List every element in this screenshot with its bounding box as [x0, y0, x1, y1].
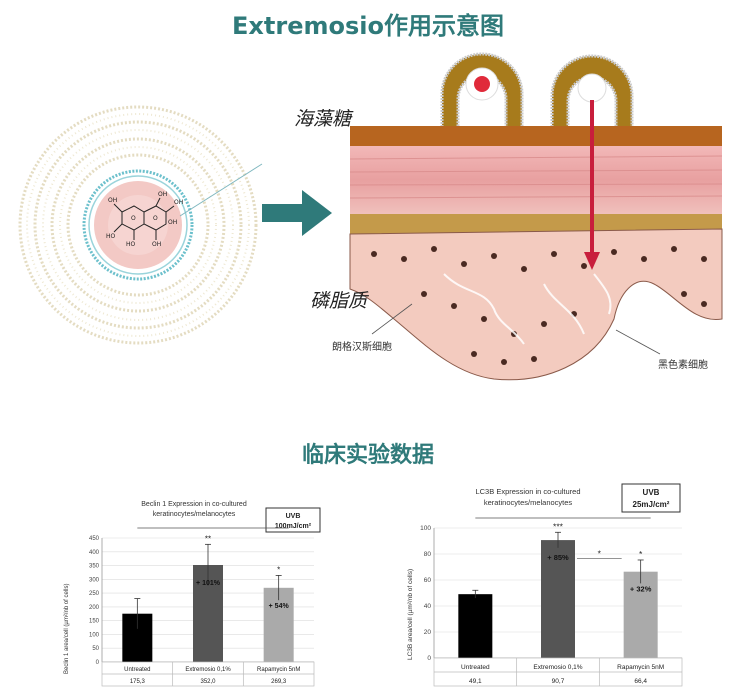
- significance-mark: *: [277, 565, 280, 574]
- significance-mark: *: [598, 549, 602, 559]
- category-label: Rapamycin 5nM: [257, 667, 300, 673]
- dermis-fibers: [349, 155, 723, 199]
- y-tick-label: 60: [424, 577, 432, 584]
- value-label: 90,7: [552, 678, 565, 685]
- category-label: Rapamycin 5nM: [617, 664, 664, 671]
- category-label: Extremosio 0,1%: [185, 667, 231, 673]
- bar: [623, 571, 658, 658]
- liposome-outer-rings: [18, 105, 258, 345]
- molecule-label: OH: [108, 197, 117, 204]
- liposome-core: [82, 169, 194, 281]
- uvb-box: [621, 483, 681, 513]
- y-axis-label: LC3B area/cell (µm²/nb of cells): [407, 569, 414, 660]
- uvb-box-line: 100mJ/cm²: [275, 523, 312, 530]
- molecule-label: O: [153, 215, 158, 222]
- lc3b-chart: LC3B Expression in co-cultured keratinoc…: [407, 483, 683, 687]
- chart-title-line: keratinocytes/melanocytes: [484, 498, 573, 507]
- stratum-corneum: [350, 126, 722, 146]
- skin-illustration: [349, 52, 723, 381]
- pointer-line: [179, 163, 263, 217]
- chart-title-line: keratinocytes/melanocytes: [153, 511, 236, 518]
- penetration-arrow: [584, 100, 600, 270]
- significance-mark: ***: [553, 521, 564, 531]
- y-tick-label: 450: [89, 536, 100, 542]
- molecule-labels: OH HO HO OH OH OH OH O O: [106, 191, 183, 248]
- y-tick-label: 100: [89, 632, 100, 638]
- significance-mark: **: [205, 534, 211, 543]
- y-tick-label: 200: [89, 605, 100, 611]
- value-label: 175,3: [130, 679, 146, 685]
- y-tick-label: 100: [420, 525, 431, 532]
- page-title: Extremosio作用示意图: [232, 12, 504, 40]
- molecule-label: HO: [126, 241, 136, 248]
- molecule-label: O: [131, 215, 136, 222]
- section-title: 临床实验数据: [301, 443, 434, 468]
- y-tick-label: 0: [427, 655, 431, 662]
- uvb-box-line: 25mJ/cm²: [633, 500, 670, 509]
- value-table: Untreated 175,3 Extremosio 0,1% 352,0 Rapamy…: [101, 661, 315, 687]
- y-tick-label: 250: [89, 591, 100, 597]
- y-tick-label: 150: [89, 619, 100, 625]
- y-tick-label: 80: [424, 551, 432, 558]
- label-phospholipid: 磷脂质: [310, 290, 368, 312]
- molecule-label: OH: [152, 241, 161, 248]
- bar: [458, 594, 493, 658]
- y-tick-label: 40: [424, 603, 432, 610]
- chart-title-line: Beclin 1 Expression in co-cultured: [141, 501, 247, 508]
- uvb-box-line: UVB: [643, 488, 660, 497]
- y-axis-label: Beclin 1 area/cell (µm²/nb of cells): [64, 584, 70, 675]
- category-label: Untreated: [461, 664, 490, 671]
- value-label: 49,1: [469, 678, 482, 685]
- arrow-right-icon: [262, 190, 332, 236]
- beclin1-chart: Beclin 1 Expression in co-cultured kerat…: [64, 501, 321, 687]
- y-tick-label: 400: [89, 550, 100, 556]
- basal-layer: [350, 214, 722, 234]
- bar-label: + 32%: [630, 585, 652, 594]
- significance-mark: *: [639, 549, 643, 559]
- dendritic-cells: [443, 273, 612, 345]
- molecule-label: OH: [168, 219, 177, 226]
- label-leader-lines: [371, 303, 661, 355]
- chart-title-line: LC3B Expression in co-cultured: [475, 487, 580, 496]
- bar-label: + 54%: [269, 603, 290, 610]
- y-tick-label: 350: [89, 564, 100, 570]
- trehalose-molecule: [113, 197, 175, 240]
- molecule-label: OH: [174, 199, 183, 206]
- epidermis-cells: [349, 228, 723, 381]
- y-tick-label: 50: [92, 646, 99, 652]
- bar-label: + 101%: [196, 580, 221, 587]
- liposome-capsules: [440, 52, 634, 138]
- y-tick-label: 300: [89, 577, 100, 583]
- value-label: 269,3: [271, 679, 287, 685]
- y-tick-label: 20: [424, 629, 432, 636]
- y-tick-label: 0: [96, 660, 100, 666]
- value-table: Untreated 49,1 Extremosio 0,1% 90,7 Rapamyci…: [433, 657, 683, 687]
- bar: [541, 540, 575, 658]
- category-label: Extremosio 0,1%: [533, 664, 582, 671]
- bar-label: + 85%: [547, 553, 569, 562]
- value-label: 66,4: [634, 678, 647, 685]
- value-label: 352,0: [200, 679, 216, 685]
- liposome-illustration: OH HO HO OH OH OH OH O O: [18, 105, 263, 345]
- plot-area: 0 20 40 60 80 100 + 85% *** + 32% * *: [420, 517, 682, 662]
- label-trehalose: 海藻糖: [294, 108, 352, 130]
- label-langerhans: 朗格汉斯细胞: [332, 342, 392, 353]
- category-label: Untreated: [124, 667, 150, 673]
- molecule-label: HO: [106, 233, 116, 240]
- molecule-label: OH: [158, 191, 167, 198]
- plot-area: 0 50 100 150 200 250 300 350 400 450 + 101% ** + 54%…: [89, 527, 314, 666]
- uvb-box-line: UVB: [286, 513, 301, 520]
- label-melanocyte: 黑色素细胞: [658, 360, 708, 371]
